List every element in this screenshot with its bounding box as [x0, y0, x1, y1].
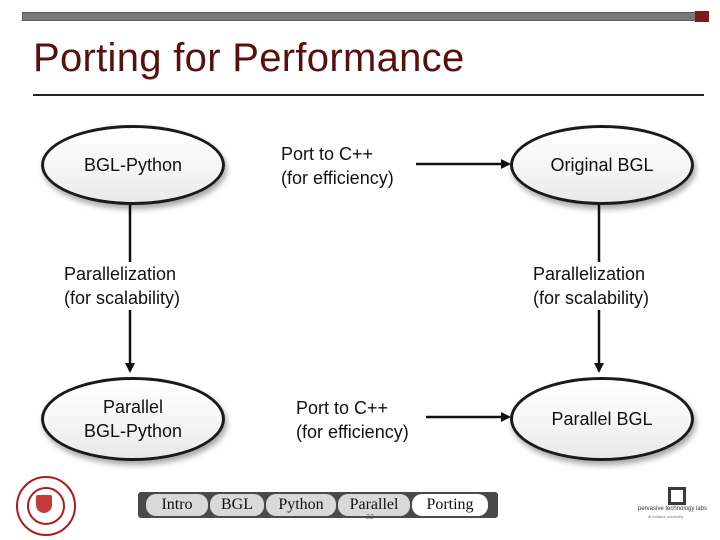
edge-label-parallel-right-line1: Parallelization — [533, 264, 646, 284]
edge-label-parallel-right-line2: (for scalability) — [533, 288, 650, 308]
node-original-bgl: Original BGL — [510, 125, 694, 205]
logo-mark-icon — [668, 487, 686, 505]
node-original-bgl-label: Original BGL — [550, 155, 654, 175]
edge-label-parallel-left: Parallelization (for scalability) — [64, 262, 181, 310]
edge-label-port-bottom: Port to C++ (for efficiency) — [296, 396, 409, 444]
top-bar — [22, 11, 709, 22]
university-seal-logo — [16, 476, 76, 536]
nav-tab-intro[interactable]: Intro — [146, 494, 208, 516]
node-parallel-bgl: Parallel BGL — [510, 377, 694, 461]
seal-inner-ring — [27, 487, 65, 525]
edge-label-port-top-line1: Port to C++ — [281, 144, 374, 164]
node-parallel-bgl-label: Parallel BGL — [551, 409, 653, 429]
nav-tab-porting[interactable]: Porting — [412, 494, 488, 516]
nav-tab-parallel[interactable]: Parallel — [338, 494, 410, 516]
nav-tab-bgl[interactable]: BGL — [210, 494, 264, 516]
edge-label-parallel-right: Parallelization (for scalability) — [533, 262, 650, 310]
slide-title: Porting for Performance — [33, 36, 465, 80]
edge-label-port-top-line2: (for efficiency) — [281, 168, 394, 188]
edge-label-port-bottom-line1: Port to C++ — [296, 398, 389, 418]
edge-label-parallel-left-line1: Parallelization — [64, 264, 177, 284]
edge-label-port-bottom-line2: (for efficiency) — [296, 422, 409, 442]
edge-label-port-top: Port to C++ (for efficiency) — [281, 142, 394, 190]
node-parallel-bgl-python: Parallel BGL-Python — [41, 377, 225, 461]
title-rule — [33, 94, 704, 96]
logo-subtext: at indiana university — [648, 514, 684, 519]
page-number: 22 — [366, 514, 374, 521]
logo-wordmark: pervasive technology labs — [638, 506, 708, 512]
pervasive-technology-labs-logo: pervasive technology labs at indiana uni… — [636, 484, 720, 524]
node-parallel-bgl-python-line2: BGL-Python — [83, 421, 183, 441]
node-bgl-python-label: BGL-Python — [83, 155, 183, 175]
edge-label-parallel-left-line2: (for scalability) — [64, 288, 181, 308]
nav-tab-python[interactable]: Python — [266, 494, 336, 516]
node-parallel-bgl-python-line1: Parallel — [102, 397, 164, 417]
top-bar-cap — [695, 11, 709, 22]
seal-shield-icon — [36, 495, 52, 513]
node-bgl-python: BGL-Python — [41, 125, 225, 205]
